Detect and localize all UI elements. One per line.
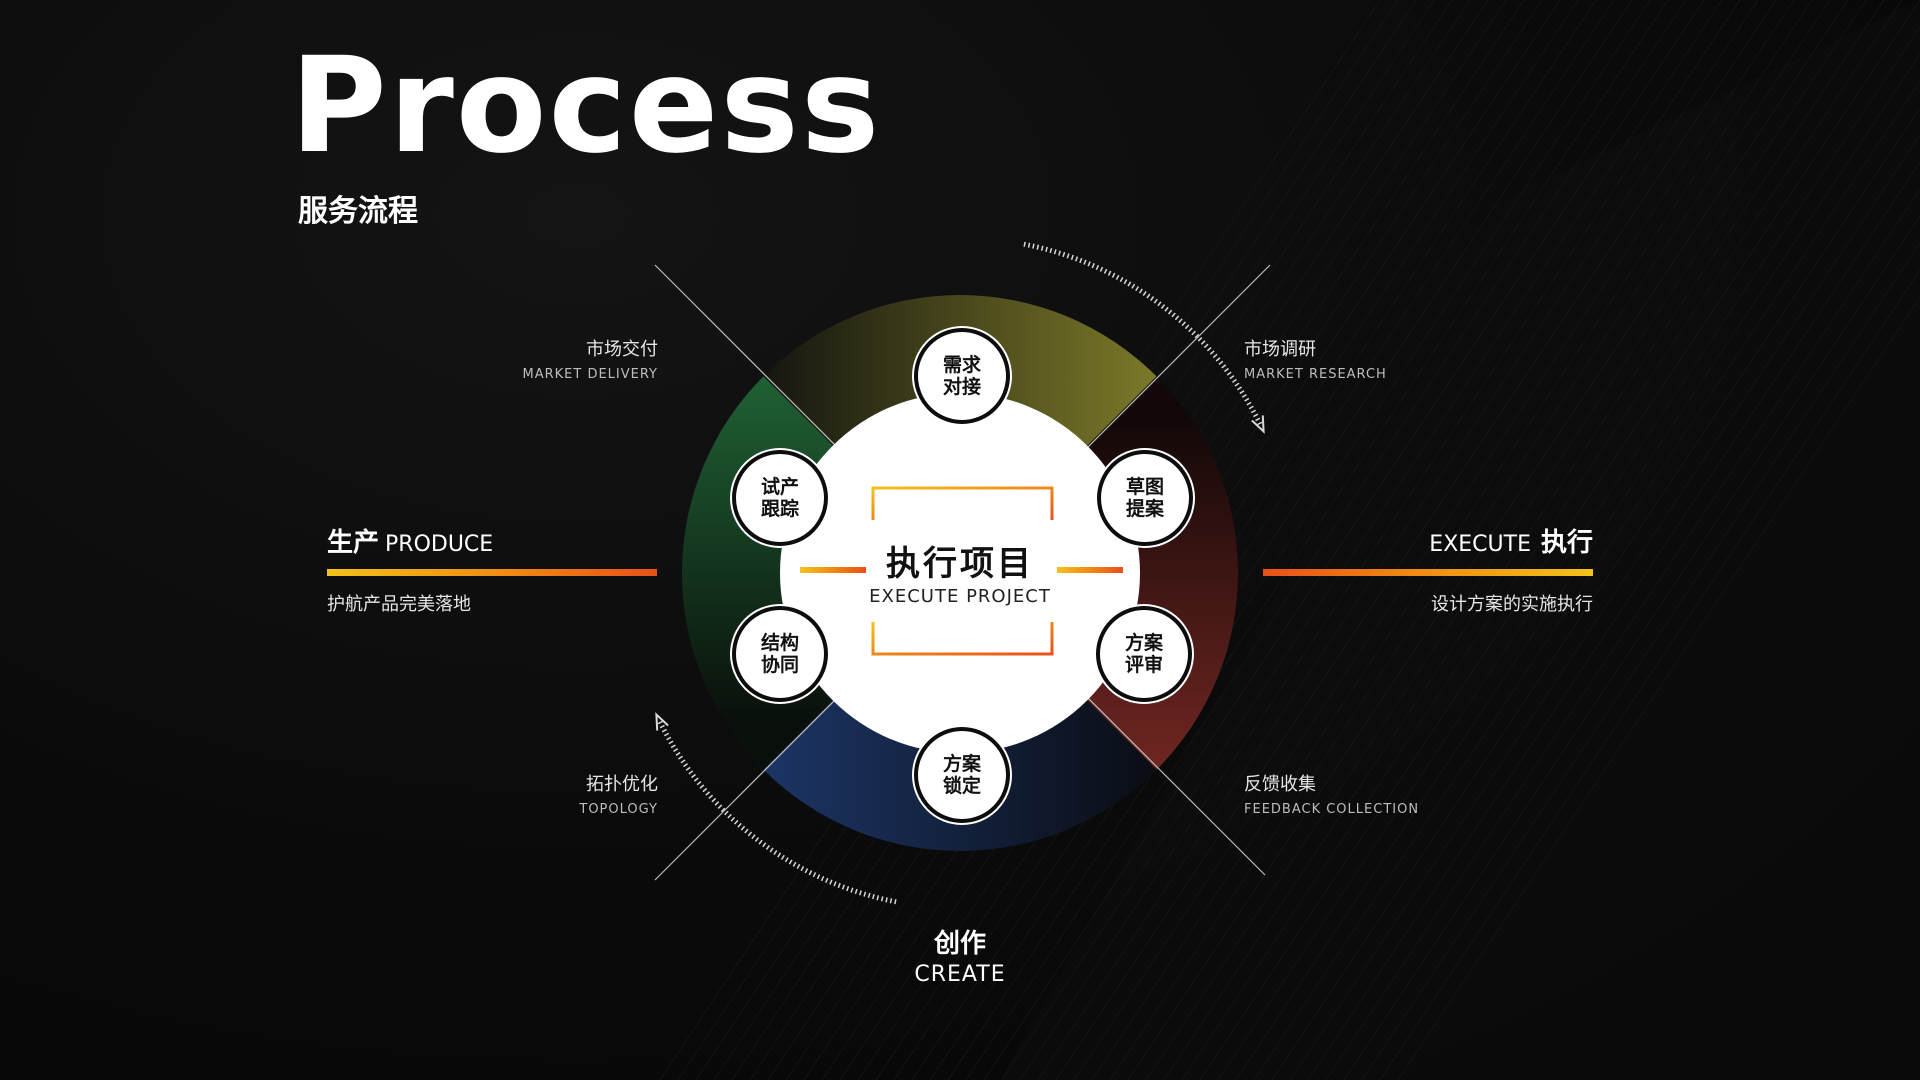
background-stripe [1145, 0, 1867, 1080]
bracket-top [871, 486, 1054, 520]
feedback-collection-cn: 反馈收集 [1244, 774, 1316, 795]
arrowhead-bottom-left [655, 712, 669, 731]
market-delivery-en: MARKET DELIVERY [522, 367, 658, 382]
background-stripe [1253, 80, 1920, 1080]
background-stripe [1325, 188, 1920, 1080]
background-stripe [1091, 0, 1813, 1080]
produce-en: PRODUCE [385, 532, 494, 557]
bracket-bottom [871, 622, 1054, 656]
background-stripe [1235, 53, 1920, 1080]
background-stripe [1073, 0, 1795, 1080]
page-title: Process [290, 29, 882, 183]
background-stripe [893, 0, 1615, 1080]
center-title: 执行项目 [886, 544, 1034, 584]
background-stripe [1289, 134, 1920, 1080]
topology-en: TOPOLOGY [579, 802, 658, 817]
execute-accent-bar [1263, 569, 1593, 576]
background-stripe [1307, 161, 1920, 1080]
node-structure: 结构协同 [732, 606, 828, 702]
quadrant-label-market-delivery: 市场交付 MARKET DELIVERY [522, 335, 658, 382]
background-stripe [1271, 107, 1920, 1080]
background-sheen [1000, 0, 1920, 1080]
background-stripe [929, 0, 1651, 1080]
create-cn: 创作 [933, 929, 986, 959]
node-label: 方案锁定 [942, 753, 981, 797]
node-lock: 方案锁定 [914, 727, 1010, 823]
node-demand: 需求对接 [914, 328, 1010, 424]
node-label: 方案评审 [1124, 632, 1163, 676]
node-label: 结构协同 [760, 632, 799, 676]
feedback-collection-en: FEEDBACK COLLECTION [1244, 802, 1420, 817]
market-research-cn: 市场调研 [1244, 339, 1316, 360]
arrowhead-top-right [1251, 415, 1265, 434]
center-subtitle: EXECUTE PROJECT [869, 586, 1051, 607]
node-trial: 试产跟踪 [732, 450, 828, 546]
quadrant-label-market-research: 市场调研 MARKET RESEARCH [1244, 335, 1387, 382]
background-stripe [1379, 269, 1920, 1080]
node-label: 草图提案 [1125, 476, 1164, 520]
background-stripe [911, 0, 1633, 1080]
produce-description: 护航产品完美落地 [327, 594, 471, 615]
market-research-en: MARKET RESEARCH [1244, 367, 1387, 382]
produce-accent-bar [327, 569, 657, 576]
execute-description: 设计方案的实施执行 [1431, 594, 1593, 615]
background-stripe [1037, 0, 1759, 1080]
quadrant-label-feedback-collection: 反馈收集 FEEDBACK COLLECTION [1244, 770, 1419, 817]
execute-cn: 执行 [1540, 528, 1593, 558]
execute-en: EXECUTE [1429, 532, 1531, 557]
background-stripe [1217, 26, 1920, 1080]
node-review: 方案评审 [1096, 606, 1192, 702]
background-stripe [1109, 0, 1831, 1080]
node-label: 需求对接 [942, 354, 981, 398]
produce-cn: 生产 [327, 528, 380, 558]
background-stripe [1019, 0, 1741, 1080]
page-subtitle: 服务流程 [298, 194, 418, 229]
background-stripe [1361, 242, 1920, 1080]
node-label: 试产跟踪 [760, 476, 799, 520]
background-stripe [1199, 0, 1920, 1080]
execute-heading: EXECUTE 执行 [1429, 522, 1593, 559]
market-delivery-cn: 市场交付 [586, 339, 658, 360]
quadrant-label-topology: 拓扑优化 TOPOLOGY [579, 770, 658, 817]
background-stripe [1397, 296, 1920, 1080]
topology-cn: 拓扑优化 [586, 774, 658, 795]
background-stripe [947, 0, 1669, 1080]
background-stripe [1343, 215, 1920, 1080]
center-disc [780, 393, 1140, 753]
center-bar-left [800, 567, 866, 573]
background-stripe [1055, 0, 1777, 1080]
background-stripe [983, 0, 1705, 1080]
create-en: CREATE [914, 962, 1006, 987]
node-draft: 草图提案 [1097, 450, 1193, 546]
background-stripe [1163, 0, 1885, 1080]
background-stripe [1001, 0, 1723, 1080]
background-stripe [1181, 0, 1903, 1080]
background-stripe [965, 0, 1687, 1080]
background-stripe [1127, 0, 1849, 1080]
dotted-arrow-top-right [1023, 241, 1264, 428]
dotted-arrow-bottom-left [656, 718, 897, 905]
center-bar-right [1057, 567, 1123, 573]
